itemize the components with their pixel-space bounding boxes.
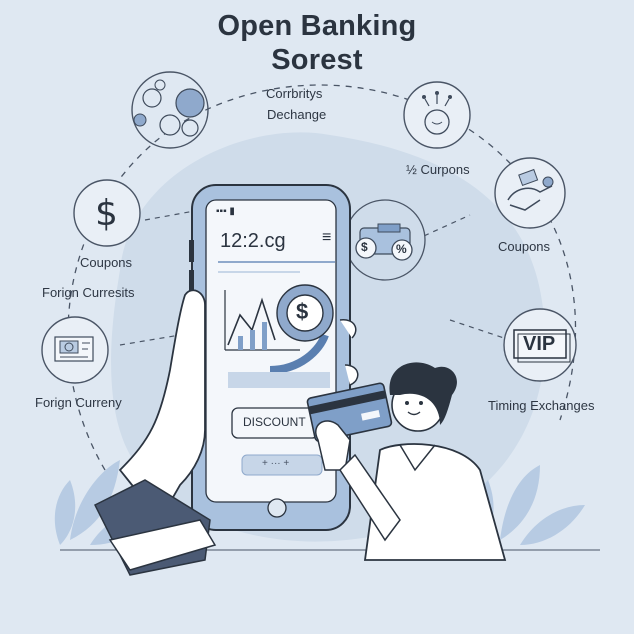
handshake-icon [494, 157, 566, 229]
bubble-dollar-icon: $ [361, 240, 368, 254]
idea-head-icon [403, 81, 471, 149]
person-illustration [306, 362, 507, 561]
label-coupons-right: Coupons [498, 239, 551, 254]
label-foreign-currency: Forign Curreny [35, 395, 122, 410]
dashed-connector [119, 334, 181, 346]
page-subtitle: Sorest [271, 44, 363, 76]
phone-dollar-icon: $ [296, 299, 309, 324]
banknote-circle-icon [41, 316, 109, 384]
dollar-icon: $ [95, 193, 118, 234]
dashed-orbit [67, 84, 577, 471]
coins-cluster-icon [131, 71, 209, 149]
vip-badge: VIP [523, 333, 556, 355]
dashed-connector [449, 319, 511, 341]
percent-icon: % [396, 242, 407, 256]
label-timing-exchanges: Timing Exchanges [488, 398, 595, 413]
label-coupons-percent: ½ Curpons [406, 162, 470, 177]
label-top-center-1: Corrbritys [266, 86, 323, 101]
dollar-circle-icon [73, 179, 141, 247]
phone-amount: 12:2.cg [220, 230, 286, 252]
phone-status-bar: ▪▪▪ ▮ [216, 206, 235, 217]
discount-button[interactable]: DISCOUNT [243, 415, 306, 429]
coupon-bubble-icon [344, 199, 426, 281]
label-coupons-left: Coupons [80, 255, 133, 270]
label-foreign-currents: Forign Curresits [42, 285, 135, 300]
smartphone [189, 184, 351, 531]
label-top-center-2: Dechange [267, 107, 327, 122]
hand-holding-phone [93, 289, 359, 576]
vip-circle-icon [503, 308, 577, 382]
phone-bottom-button[interactable]: + ··· + [262, 458, 290, 469]
phone-menu-icon[interactable]: ≡ [322, 229, 332, 246]
page-title: Open Banking [217, 10, 417, 42]
